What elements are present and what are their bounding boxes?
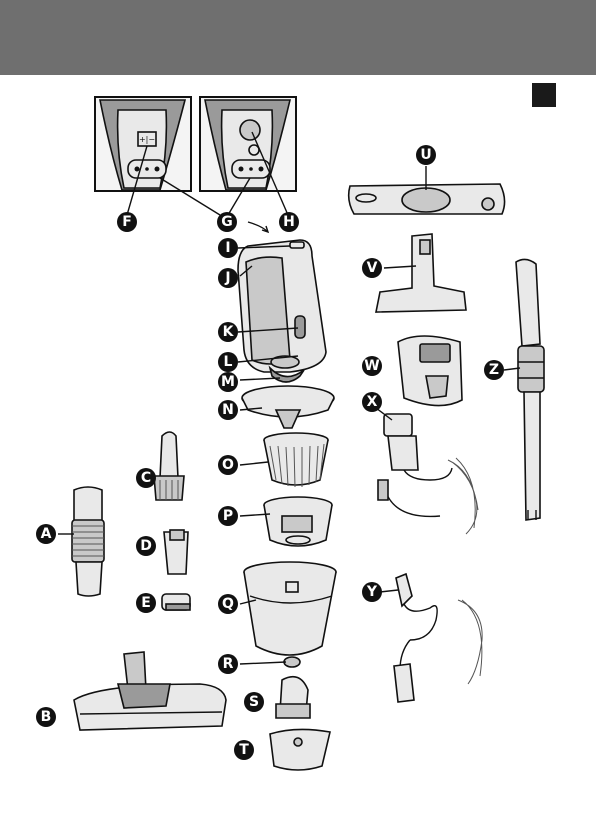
svg-text:E: E: [141, 595, 151, 611]
small-cap: [162, 594, 190, 610]
callout-A: A: [36, 524, 56, 544]
svg-text:X: X: [367, 394, 378, 410]
callout-T: T: [234, 740, 254, 760]
callout-K: K: [218, 322, 238, 342]
svg-text:T: T: [239, 742, 249, 758]
svg-text:Z: Z: [489, 362, 499, 378]
inset-underside-hole: [200, 97, 296, 191]
svg-text:F: F: [122, 214, 132, 230]
car-adapter: [394, 574, 482, 702]
callout-R: R: [218, 654, 238, 674]
svg-text:J: J: [224, 270, 230, 286]
cover-cap: [270, 729, 330, 770]
filter-holder: [264, 497, 332, 546]
callout-I: I: [218, 238, 238, 258]
callout-P: P: [218, 506, 238, 526]
callout-Z: Z: [484, 360, 504, 380]
power-adapter: [378, 414, 478, 534]
callout-Y: Y: [362, 582, 382, 602]
svg-text:L: L: [224, 354, 233, 370]
svg-text:W: W: [364, 358, 379, 374]
charging-base: [398, 336, 462, 406]
svg-text:B: B: [41, 709, 52, 725]
flexible-hose: [72, 487, 104, 596]
callout-M: M: [218, 372, 238, 392]
callout-D: D: [136, 536, 156, 556]
cone-filter: [264, 433, 328, 487]
callout-C: C: [136, 468, 156, 488]
callout-E: E: [136, 593, 156, 613]
callout-F: F: [117, 212, 137, 232]
callout-N: N: [218, 400, 238, 420]
filter-lid: [242, 386, 334, 428]
dust-container: [244, 562, 336, 667]
callout-V: V: [362, 258, 382, 278]
inset-charging-contacts: +|−: [95, 97, 191, 191]
callout-J: J: [218, 268, 238, 288]
svg-text:D: D: [140, 538, 152, 554]
callout-L: L: [218, 352, 238, 372]
svg-text:+|−: +|−: [139, 135, 155, 144]
small-nozzle: [164, 530, 188, 574]
floor-nozzle: [74, 652, 226, 730]
svg-text:P: P: [223, 508, 233, 524]
svg-text:H: H: [283, 214, 295, 230]
svg-text:C: C: [141, 470, 151, 486]
svg-text:U: U: [420, 147, 431, 163]
svg-text:Y: Y: [366, 584, 378, 600]
svg-text:Q: Q: [222, 596, 234, 612]
callout-H: H: [279, 212, 299, 232]
callout-Q: Q: [218, 594, 238, 614]
svg-text:K: K: [223, 324, 235, 340]
callout-W: W: [362, 356, 382, 376]
callout-X: X: [362, 392, 382, 412]
callout-B: B: [36, 707, 56, 727]
callout-G: G: [217, 212, 237, 232]
svg-text:R: R: [223, 656, 234, 672]
callout-S: S: [244, 692, 264, 712]
svg-text:N: N: [222, 402, 234, 418]
callout-O: O: [218, 455, 238, 475]
callout-U: U: [416, 145, 436, 165]
svg-text:M: M: [221, 374, 235, 390]
svg-text:A: A: [41, 526, 52, 542]
svg-text:S: S: [249, 694, 259, 710]
extension-tube: [516, 259, 544, 520]
svg-text:V: V: [367, 260, 378, 276]
docking-plate: [376, 234, 466, 312]
svg-text:G: G: [221, 214, 233, 230]
svg-text:I: I: [225, 240, 230, 256]
svg-text:O: O: [222, 457, 234, 473]
brush-nozzle: [154, 432, 184, 500]
crevice-nozzle: [276, 677, 310, 718]
